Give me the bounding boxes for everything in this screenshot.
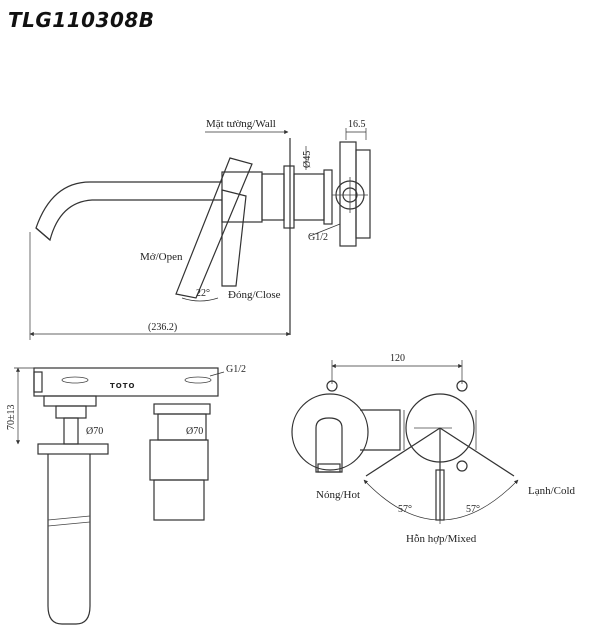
mounting-plate — [339, 141, 357, 247]
right-diameter: Ø70 — [186, 426, 203, 437]
mixed-label: Hỗn hợp/Mixed — [406, 533, 477, 545]
left-angle: 57° — [398, 504, 412, 515]
close-label: Đóng/Close — [228, 289, 281, 301]
spout — [35, 181, 222, 242]
top-view: 120 57° 57° Nóng/Hot Lạnh/Cold Hỗn hợp/M… — [291, 353, 576, 545]
front-thread-label: G1/2 — [226, 364, 246, 375]
model-title: TLG110308B — [8, 8, 155, 32]
cold-label: Lạnh/Cold — [528, 485, 576, 497]
right-angle: 57° — [466, 504, 480, 515]
hot-label: Nóng/Hot — [316, 489, 360, 501]
wall-label: Mặt tường/Wall — [206, 118, 276, 130]
spout-front — [47, 454, 91, 625]
side-view: Mặt tường/Wall 16.5 Ø45 G1/2 Mở/Open — [29, 118, 371, 340]
total-length: (236.2) — [148, 322, 177, 333]
open-label: Mở/Open — [140, 251, 183, 263]
faucet-body — [221, 171, 263, 223]
left-flange — [37, 443, 109, 455]
handle-open — [175, 157, 253, 299]
handle-close — [221, 189, 247, 287]
left-diameter: Ø70 — [86, 426, 103, 437]
spout-rosette — [291, 393, 369, 471]
diameter-dim: Ø45 — [302, 151, 313, 168]
right-cartridge — [153, 479, 205, 521]
height-dim: 70±13 — [6, 405, 17, 431]
spacing-dim: 120 — [390, 353, 405, 364]
front-view: TOTO Ø70 Ø70 70±13 G1/2 — [6, 364, 246, 625]
angle-label: 22° — [196, 288, 210, 299]
side-thread-label: G1/2 — [308, 232, 328, 243]
brand-mark: TOTO — [110, 382, 135, 390]
spout-top — [315, 417, 343, 473]
depth-dim: 16.5 — [348, 119, 366, 130]
